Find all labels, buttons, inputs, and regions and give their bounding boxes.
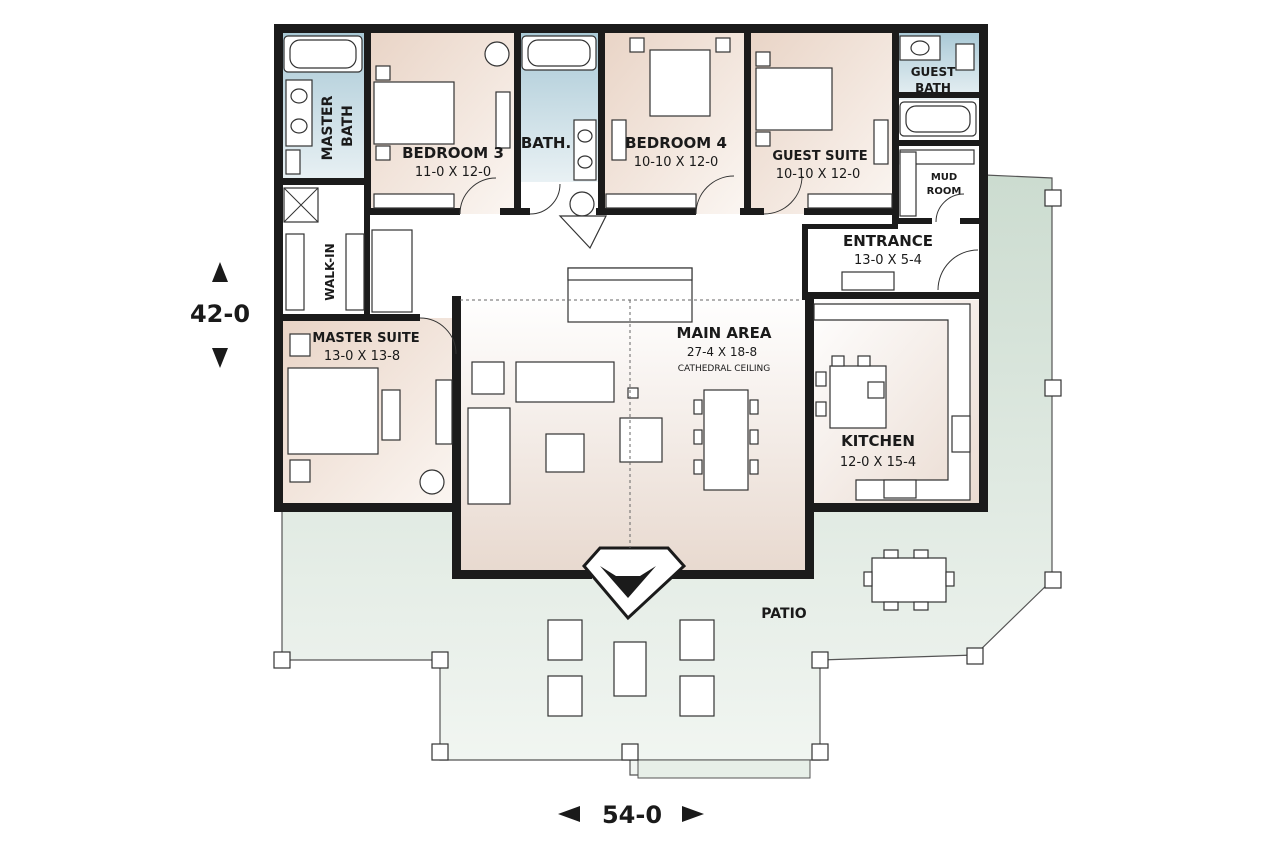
patio-deck	[273, 174, 1062, 779]
master-suite-size: 13-0 X 13-8	[324, 349, 400, 364]
patio-furniture	[547, 549, 955, 717]
master-bath-label-line2: BATH	[340, 105, 356, 147]
bedroom-3-label: BEDROOM 3	[402, 144, 504, 162]
bedroom-4-label: BEDROOM 4	[625, 134, 727, 152]
guest-bath-label-line1: GUEST	[911, 65, 956, 79]
arrow-right-icon	[682, 806, 704, 822]
patio-step	[637, 759, 811, 779]
main-area-label: MAIN AREA	[677, 324, 772, 342]
guest-bath-label-line2: BATH	[915, 81, 951, 95]
room-labels: MASTER BATH BEDROOM 3 11-0 X 12-0 BATH. …	[312, 65, 961, 622]
entrance-label: ENTRANCE	[843, 232, 933, 250]
mud-room-label-line1: MUD	[931, 172, 957, 183]
bedroom-4-size: 10-10 X 12-0	[634, 155, 718, 170]
arrow-down-icon	[212, 348, 228, 368]
bath-label: BATH.	[521, 134, 571, 152]
door-swings	[419, 175, 979, 355]
entrance-size: 13-0 X 5-4	[854, 253, 922, 268]
dimension-width: 54-0	[558, 801, 704, 829]
guest-suite-label: GUEST SUITE	[772, 149, 867, 164]
dimension-depth: 42-0	[190, 262, 250, 368]
main-area-size: 27-4 X 18-8	[687, 345, 757, 359]
arrow-left-icon	[558, 806, 580, 822]
kitchen-label: KITCHEN	[841, 432, 915, 450]
walk-in-label: WALK-IN	[323, 243, 337, 300]
walls	[274, 24, 988, 621]
master-bath-label-line1: MASTER	[320, 95, 336, 160]
master-suite-label: MASTER SUITE	[312, 331, 419, 346]
arrow-up-icon	[212, 262, 228, 282]
mud-room-label-line2: ROOM	[927, 186, 962, 197]
depth-dimension-label: 42-0	[190, 300, 250, 328]
width-dimension-label: 54-0	[602, 801, 662, 829]
main-area-note: CATHEDRAL CEILING	[678, 364, 771, 374]
patio-label: PATIO	[761, 606, 806, 622]
guest-suite-size: 10-10 X 12-0	[776, 167, 860, 182]
bedroom-3-size: 11-0 X 12-0	[415, 165, 491, 180]
fixtures	[283, 35, 977, 548]
kitchen-size: 12-0 X 15-4	[840, 455, 916, 470]
